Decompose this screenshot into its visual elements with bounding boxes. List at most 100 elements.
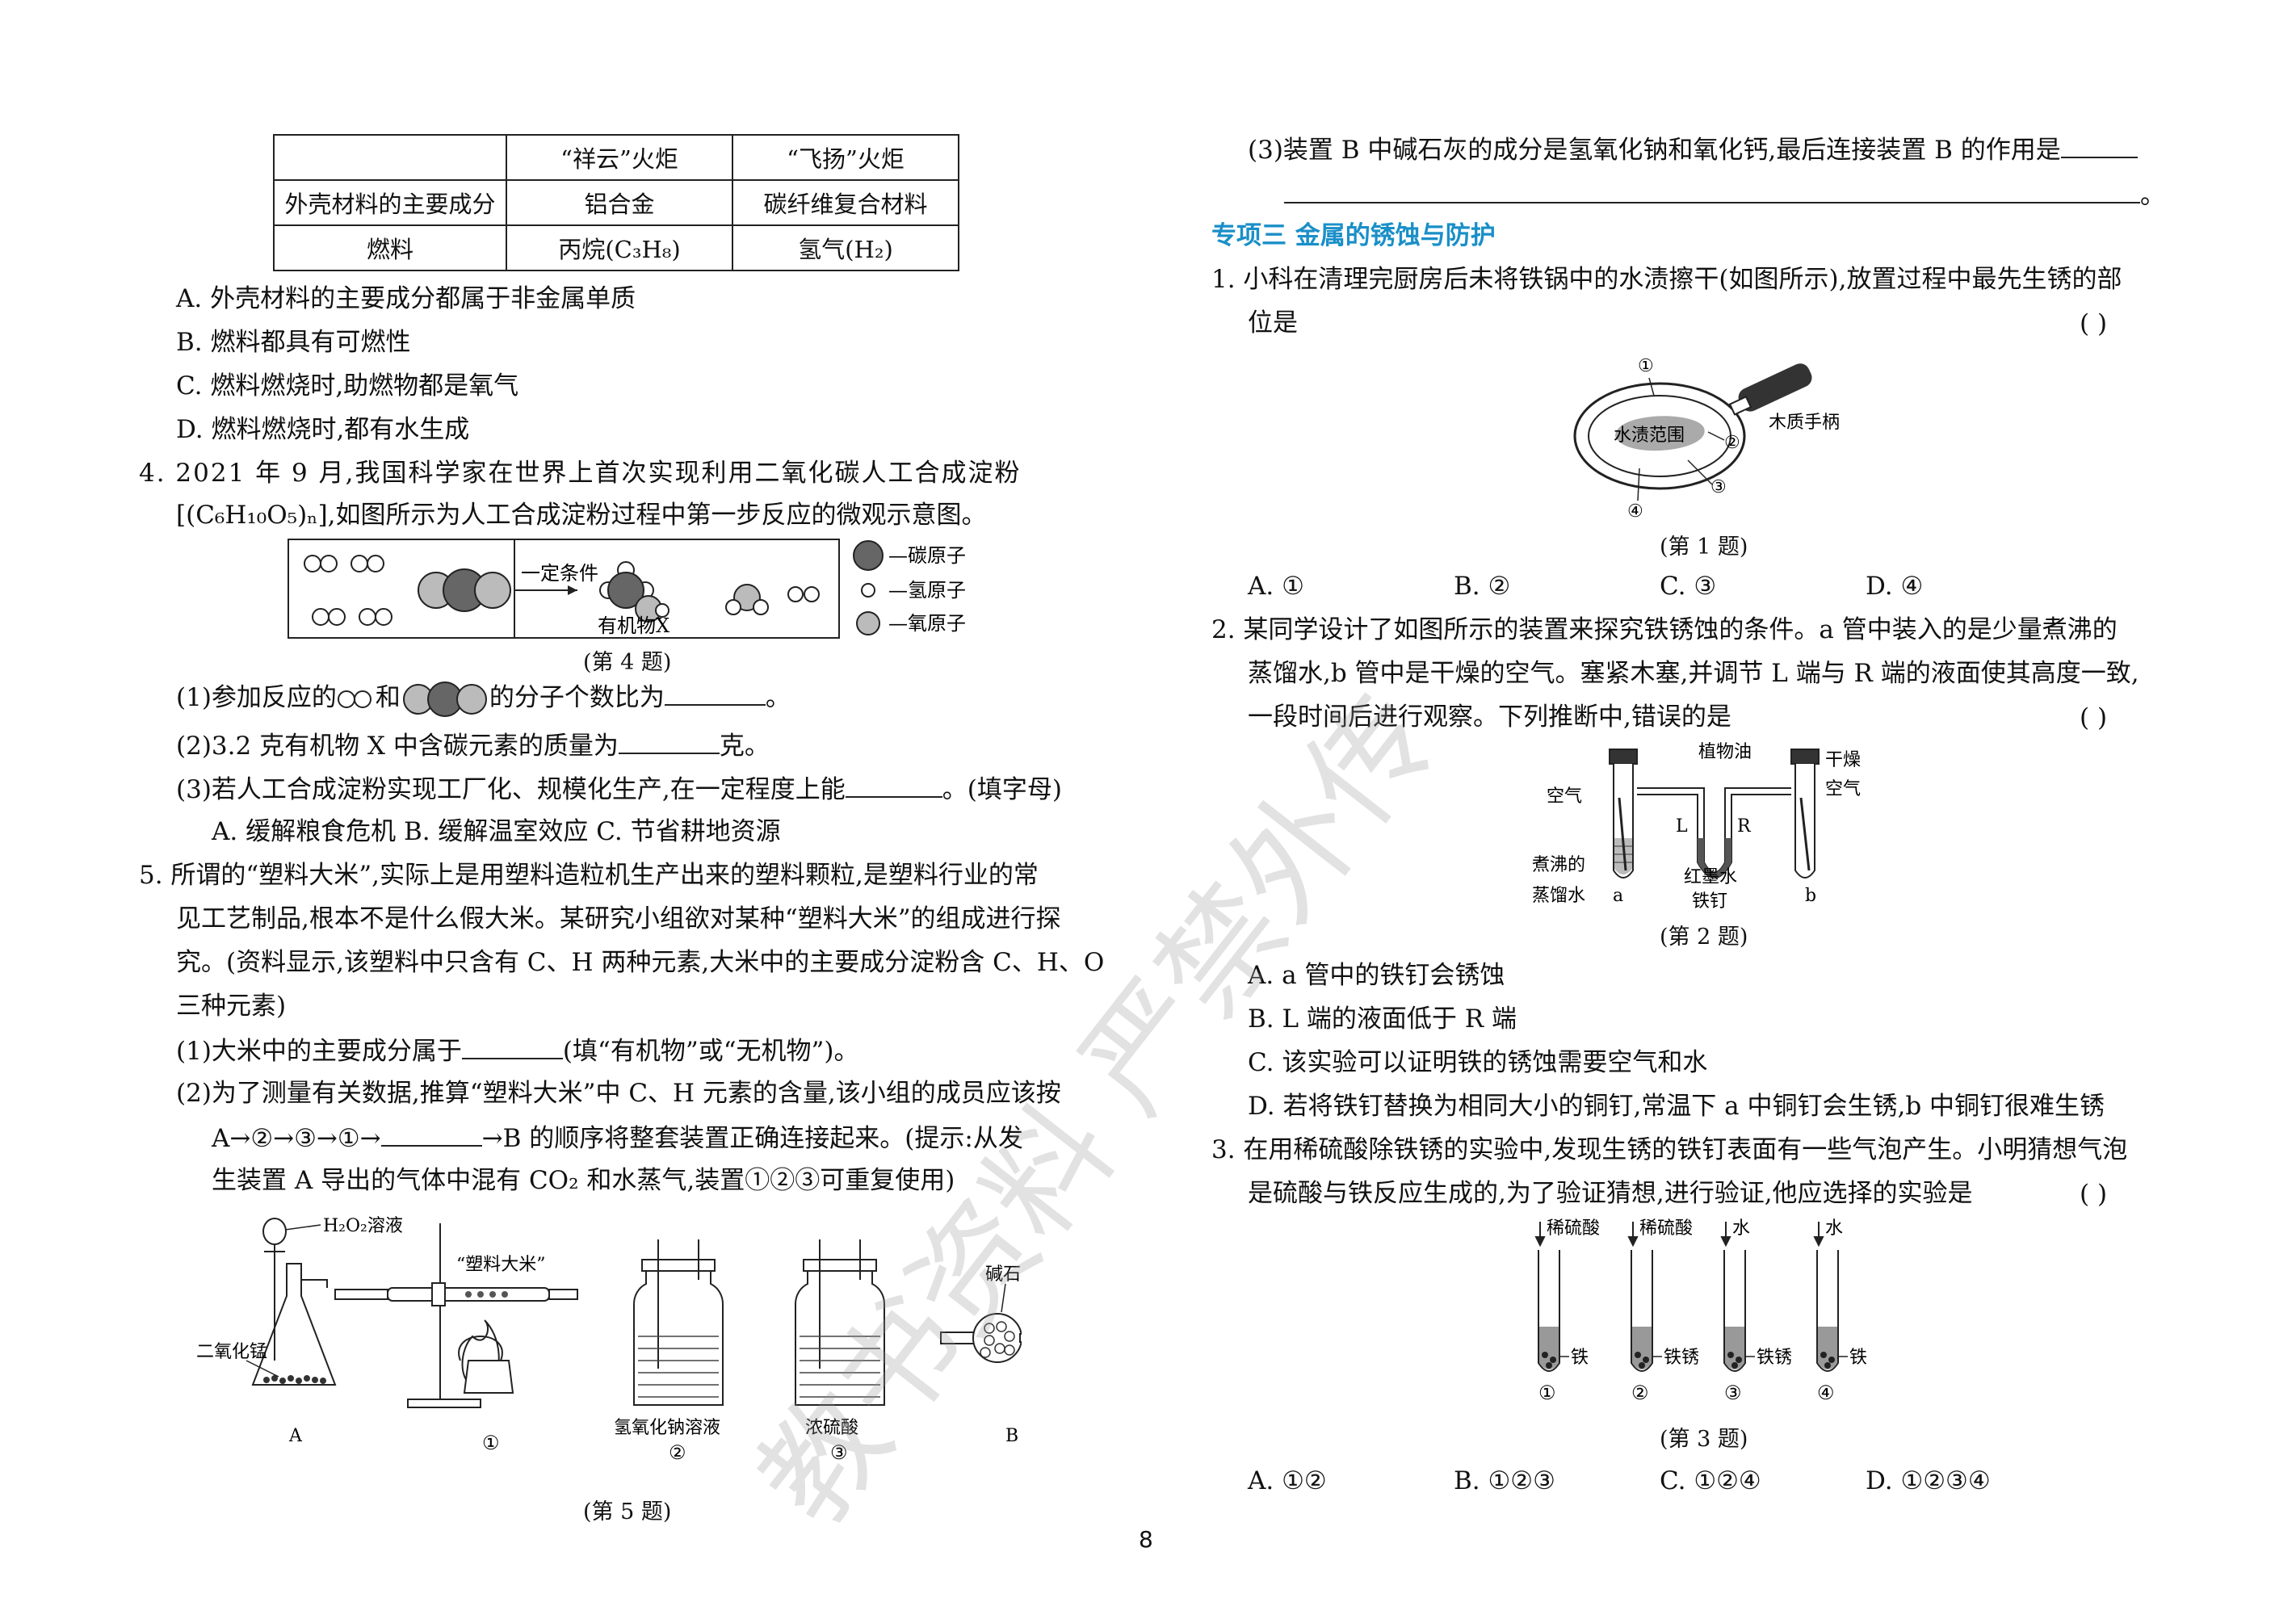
r-q3-answer-paren[interactable]: ( ) [2080, 1180, 2108, 1209]
table-cell: “祥云”火炬 [506, 134, 733, 181]
q4-molecule-diagram: 一定条件 有机物X —碳原子 —氢原子 —氧原子 [288, 539, 966, 639]
answer-blank[interactable] [845, 772, 942, 798]
product-x-label: 有机物X [598, 614, 669, 637]
tube-1-side-label: 铁 [1571, 1348, 1589, 1368]
wood-handle-label: 木质手柄 [1769, 413, 1840, 433]
mno2-label-text: 二氧化锰 [196, 1342, 267, 1362]
r-q3-line-2: 是硫酸与铁反应生成的,为了验证猜想,进行验证,他应选择的实验是 [1248, 1179, 1973, 1208]
q5-sub2-text-a: A→②→③→①→ [212, 1124, 381, 1153]
answer-blank[interactable] [618, 728, 720, 754]
r-q2-option-d[interactable]: D. 若将铁钉替换为相同大小的铜钉,常温下 a 中铜钉会生锈,b 中铜钉很难生锈 [1248, 1092, 2105, 1121]
r-q2-line-2: 蒸馏水,b 管中是干燥的空气。塞紧木塞,并调节 L 端与 R 端的液面使其高度一… [1248, 659, 2139, 688]
table-cell: 外壳材料的主要成分 [273, 179, 507, 226]
q4-sub2-text: (2)3.2 克有机物 X 中含碳元素的质量为 [176, 732, 619, 761]
table-cell: 铝合金 [506, 179, 733, 226]
q5-sub1-text: (1)大米中的主要成分属于 [176, 1037, 462, 1066]
apparatus-a-label: A [288, 1426, 303, 1446]
r-q3-option-c[interactable]: C. ①②④ [1660, 1466, 1761, 1495]
apparatus-1-label: ① [482, 1432, 500, 1454]
air-label-right: 空气 [1825, 779, 1861, 799]
q4-line-1: 4. 2021 年 9 月,我国科学家在世界上首次实现利用二氧化碳人工合成淀粉 [139, 459, 1022, 488]
r-q2-caption: (第 2 题) [1660, 925, 1748, 950]
tube-1-num: ① [1538, 1382, 1556, 1403]
boiled-label-2: 蒸馏水 [1532, 886, 1585, 906]
table-row: 燃料 丙烷(C₃H₈) 氢气(H₂) [273, 224, 959, 271]
q5-sub2-line-2: A→②→③→①→ →B 的顺序将整套装置正确连接起来。(提示:从发 [212, 1121, 1023, 1155]
r-q1-option-d[interactable]: D. ④ [1866, 572, 1924, 601]
q5-line-1: 5. 所谓的“塑料大米”,实际上是用塑料造粒机生产出来的塑料颗粒,是塑料行业的常 [139, 861, 1039, 890]
q5-sub2-text-b: →B 的顺序将整套装置正确连接起来。(提示:从发 [481, 1124, 1023, 1153]
position-4-label: ④ [1627, 501, 1643, 522]
boiled-label-1: 煮沸的 [1532, 855, 1585, 875]
q4-sub1-text-b: 和 [375, 683, 401, 712]
position-2-label: ② [1724, 433, 1740, 453]
r-q2-line-1: 2. 某同学设计了如图所示的装置来探究铁锈蚀的条件。a 管中装入的是少量煮沸的 [1211, 615, 2118, 644]
naoh-label: 氢氧化钠溶液 [614, 1418, 720, 1438]
q4-sub1-end: 。 [765, 683, 791, 712]
q5-sub2-line-3: 生装置 A 导出的气体中混有 CO₂ 和水蒸气,装置①②③可重复使用) [212, 1166, 955, 1195]
q4-sub1: (1)参加反应的和的分子个数比为。 [176, 680, 791, 717]
answer-blank[interactable] [461, 1034, 563, 1059]
r-q3-option-d[interactable]: D. ①②③④ [1866, 1466, 1991, 1495]
apparatus-2-label: ② [669, 1441, 686, 1464]
r-q2-u-tube-diagram: 空气 植物油 干燥 空气 L R 煮沸的 蒸馏水 a 红墨水 铁钉 b [1532, 742, 1861, 912]
reaction-condition-label: 一定条件 [521, 562, 598, 585]
q4-sub3-options: A. 缓解粮食危机 B. 缓解温室效应 C. 节省耕地资源 [212, 817, 781, 846]
r-q2-answer-paren[interactable]: ( ) [2080, 703, 2108, 732]
q3-option-d: D. 燃料燃烧时,都有水生成 [176, 415, 470, 444]
q5-sub3-line-2: 。 [1284, 178, 2165, 212]
apparatus-3-label: ③ [830, 1441, 848, 1464]
table-row: 外壳材料的主要成分 铝合金 碳纤维复合材料 [273, 179, 959, 226]
answer-blank[interactable] [2060, 132, 2138, 158]
answer-blank[interactable] [664, 680, 766, 706]
tube-a-label: a [1613, 886, 1623, 906]
iron-nail-label: 铁钉 [1692, 891, 1727, 912]
apparatus-b-label: B [1005, 1426, 1018, 1446]
tube-4-num: ④ [1817, 1382, 1835, 1403]
veg-oil-text: 植物油 [1698, 742, 1752, 762]
q4-sub3: (3)若人工合成淀粉实现工厂化、规模化生产,在一定程度上能 。(填字母) [176, 772, 1062, 806]
answer-blank[interactable] [380, 1121, 482, 1147]
r-q2-option-b[interactable]: B. L 端的液面低于 R 端 [1248, 1004, 1517, 1034]
answer-blank[interactable] [1284, 178, 2140, 203]
r-q2-option-a[interactable]: A. a 管中的铁钉会锈蚀 [1248, 961, 1505, 990]
r-q3-caption: (第 3 题) [1660, 1427, 1748, 1452]
r-q3-option-a[interactable]: A. ①② [1248, 1466, 1327, 1495]
r-q2-line-3: 一段时间后进行观察。下列推断中,错误的是 [1248, 702, 1731, 732]
r-q3-line-1: 3. 在用稀硫酸除铁锈的实验中,发现生锈的铁钉表面有一些气泡产生。小明猜想气泡 [1211, 1135, 2128, 1164]
air-label-left: 空气 [1547, 786, 1582, 807]
h2-molecule-icon [337, 690, 371, 708]
r-q2-option-c[interactable]: C. 该实验可以证明铁的锈蚀需要空气和水 [1248, 1048, 1708, 1077]
tube-b-label: b [1805, 886, 1816, 906]
section-title: 专项三 金属的锈蚀与防护 [1211, 221, 1496, 250]
l-end-label: L [1676, 816, 1688, 837]
table-cell: 丙烷(C₃H₈) [506, 224, 733, 271]
page-number: 8 [1139, 1526, 1153, 1553]
h2so4-label: 浓硫酸 [805, 1418, 858, 1438]
tube-3-top-label: 水 [1732, 1218, 1750, 1239]
q4-caption: (第 4 题) [583, 650, 672, 675]
q4-sub2-end: 克。 [719, 732, 770, 761]
r-q1-caption: (第 1 题) [1660, 535, 1748, 560]
q4-sub3-text: (3)若人工合成淀粉实现工厂化、规模化生产,在一定程度上能 [176, 775, 846, 804]
h2o2-label: H₂O₂溶液 [323, 1216, 403, 1236]
q5-sub1: (1)大米中的主要成分属于 (填“有机物”或“无机物”)。 [176, 1034, 859, 1067]
q5-line-3: 究。(资料显示,该塑料中只含有 C、H 两种元素,大米中的主要成分淀粉含 C、H… [176, 948, 1105, 977]
q5-caption: (第 5 题) [583, 1499, 672, 1524]
r-q1-option-b[interactable]: B. ② [1454, 572, 1511, 601]
soda-lime-label: 碱石灰 [985, 1264, 1022, 1285]
q5-sub1-end: (填“有机物”或“无机物”)。 [562, 1037, 859, 1066]
r-q1-answer-paren[interactable]: ( ) [2080, 309, 2108, 338]
tube-3-side-label: 铁锈 [1757, 1348, 1792, 1368]
r-q1-option-a[interactable]: A. ① [1248, 572, 1304, 601]
r-end-label: R [1737, 816, 1752, 837]
r-q1-line-1: 1. 小科在清理完厨房后未将铁锅中的水渍擦干(如图所示),放置过程中最先生锈的部 [1211, 265, 2122, 294]
q4-sub3-end: 。(填字母) [942, 775, 1062, 804]
q5-apparatus-diagram: H₂O₂溶液 二氧化锰 A “塑料大米” ① 氢氧化钠溶液 ② [196, 1216, 1022, 1464]
r-q3-option-b[interactable]: B. ①②③ [1454, 1466, 1555, 1495]
q4-sub2: (2)3.2 克有机物 X 中含碳元素的质量为 克。 [176, 728, 770, 762]
q4-sub1-text-a: (1)参加反应的 [176, 683, 337, 712]
r-q1-option-c[interactable]: C. ③ [1660, 572, 1717, 601]
position-3-label: ③ [1710, 477, 1727, 497]
plastic-rice-label: “塑料大米” [456, 1255, 546, 1275]
